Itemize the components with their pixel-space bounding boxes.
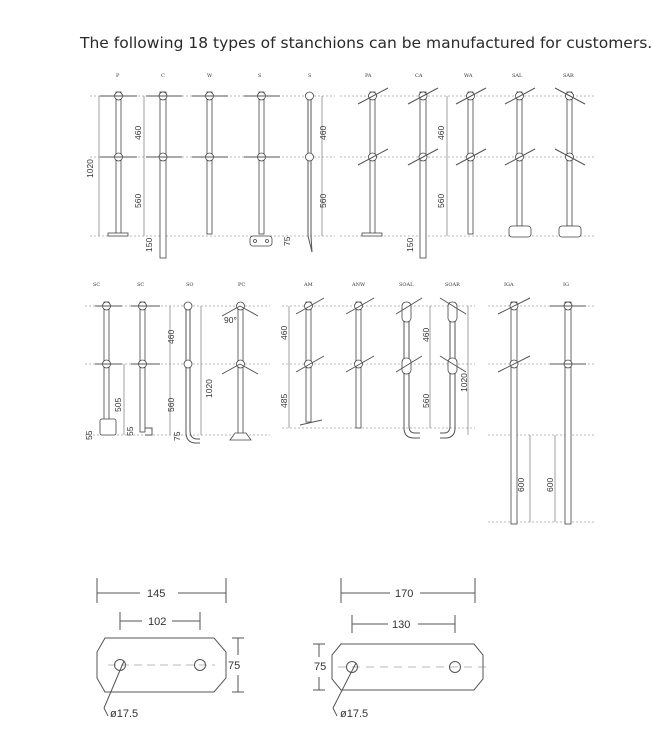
type-code-s2: S <box>308 73 312 79</box>
dim-150-row1a: 150 <box>144 238 154 252</box>
stanchion-pc <box>221 301 259 441</box>
dim-600-row2a: 600 <box>516 478 526 492</box>
dim-460-row1b: 460 <box>318 126 328 140</box>
dim-505-row2: 505 <box>113 398 123 412</box>
stanchion-am <box>295 297 325 426</box>
type-code-soar: SOAR <box>445 282 460 288</box>
stanchion-soar <box>439 297 467 439</box>
dim-460-row2b: 460 <box>279 326 289 340</box>
dim-460-row1a: 460 <box>133 126 143 140</box>
dim-485-row2: 485 <box>279 394 289 408</box>
dim-75-row1: 75 <box>282 236 292 246</box>
stanchion-ig <box>550 301 586 525</box>
dim-460-row2c: 460 <box>421 328 431 342</box>
dim-1020-row1: 1020 <box>85 159 95 178</box>
dim-560-row1b: 560 <box>318 194 328 208</box>
stanchion-iga <box>497 297 531 525</box>
type-code-sar: SAR <box>563 73 574 79</box>
base-plate-2: 170 130 75 ø17.5 <box>313 578 490 720</box>
plate1-outer-dim: 145 <box>147 588 165 600</box>
dim-560-row1c: 560 <box>436 194 446 208</box>
type-code-anw: ANW <box>351 282 366 288</box>
type-code-p: P <box>116 73 120 79</box>
stanchion-sal <box>504 87 536 238</box>
stanchion-s2 <box>305 91 314 253</box>
plate1-inner-dim: 102 <box>148 616 166 628</box>
stanchion-soal <box>395 297 423 439</box>
dim-55-row2b: 55 <box>125 426 135 436</box>
dim-55-row2a: 55 <box>84 430 94 440</box>
row-1: P C W S S PA CA WA SAL SAR 1020 460 560 … <box>85 73 595 259</box>
type-code-soal: SOAL <box>399 282 414 288</box>
type-code-iga: IGA <box>504 282 514 288</box>
dim-560-row2a: 560 <box>166 398 176 412</box>
type-code-sal: SAL <box>512 73 523 79</box>
type-code-so: SO <box>186 282 194 288</box>
stanchion-sc2 <box>131 301 160 436</box>
stanchion-ca <box>407 87 439 259</box>
dim-1020-row2a: 1020 <box>204 379 214 398</box>
stanchion-c <box>146 91 182 259</box>
type-code-c: C <box>161 73 165 79</box>
dim-90-angle: 90° <box>224 315 237 325</box>
type-code-ig: IG <box>563 282 569 288</box>
row-2: SC SC SO PC AM ANW SOAL SOAR IGA IG 55 5… <box>84 282 595 525</box>
stanchion-w <box>192 91 228 235</box>
type-code-pa: PA <box>365 73 372 79</box>
dim-460-row2a: 460 <box>166 330 176 344</box>
dim-1020-row2b: 1020 <box>459 373 469 392</box>
plate2-hole-dim: ø17.5 <box>340 708 368 720</box>
type-code-ca: CA <box>415 73 423 79</box>
type-code-sc: SC <box>93 282 100 288</box>
stanchion-so <box>183 301 200 444</box>
page-title: The following 18 types of stanchions can… <box>80 34 652 52</box>
type-code-pc: PC <box>238 282 245 288</box>
dim-600-row2b: 600 <box>545 478 555 492</box>
plate1-hole-dim: ø17.5 <box>110 708 138 720</box>
type-code-wa: WA <box>464 73 473 79</box>
stanchion-pa <box>357 87 389 237</box>
dim-75-row2: 75 <box>172 431 182 441</box>
base-plate-1: 145 102 75 ø17.5 <box>96 578 244 720</box>
stanchion-s <box>244 91 280 247</box>
stanchion-p <box>100 91 137 237</box>
stanchion-sc <box>95 301 122 436</box>
plate2-outer-dim: 170 <box>395 588 413 600</box>
type-code-am: AM <box>303 282 313 288</box>
type-code-s: S <box>258 73 262 79</box>
stanchion-anw <box>345 297 375 429</box>
dim-460-row1c: 460 <box>436 126 446 140</box>
dim-560-row2b: 560 <box>421 394 431 408</box>
plate2-inner-dim: 130 <box>392 619 410 631</box>
type-code-w: W <box>207 73 213 79</box>
stanchion-sar <box>554 87 586 238</box>
plate2-height-dim: 75 <box>314 661 326 673</box>
stanchion-wa <box>455 87 487 235</box>
dim-560-row1a: 560 <box>133 194 143 208</box>
dim-150-row1b: 150 <box>405 238 415 252</box>
plate1-height-dim: 75 <box>228 660 240 672</box>
type-code-sc2: SC <box>137 282 144 288</box>
